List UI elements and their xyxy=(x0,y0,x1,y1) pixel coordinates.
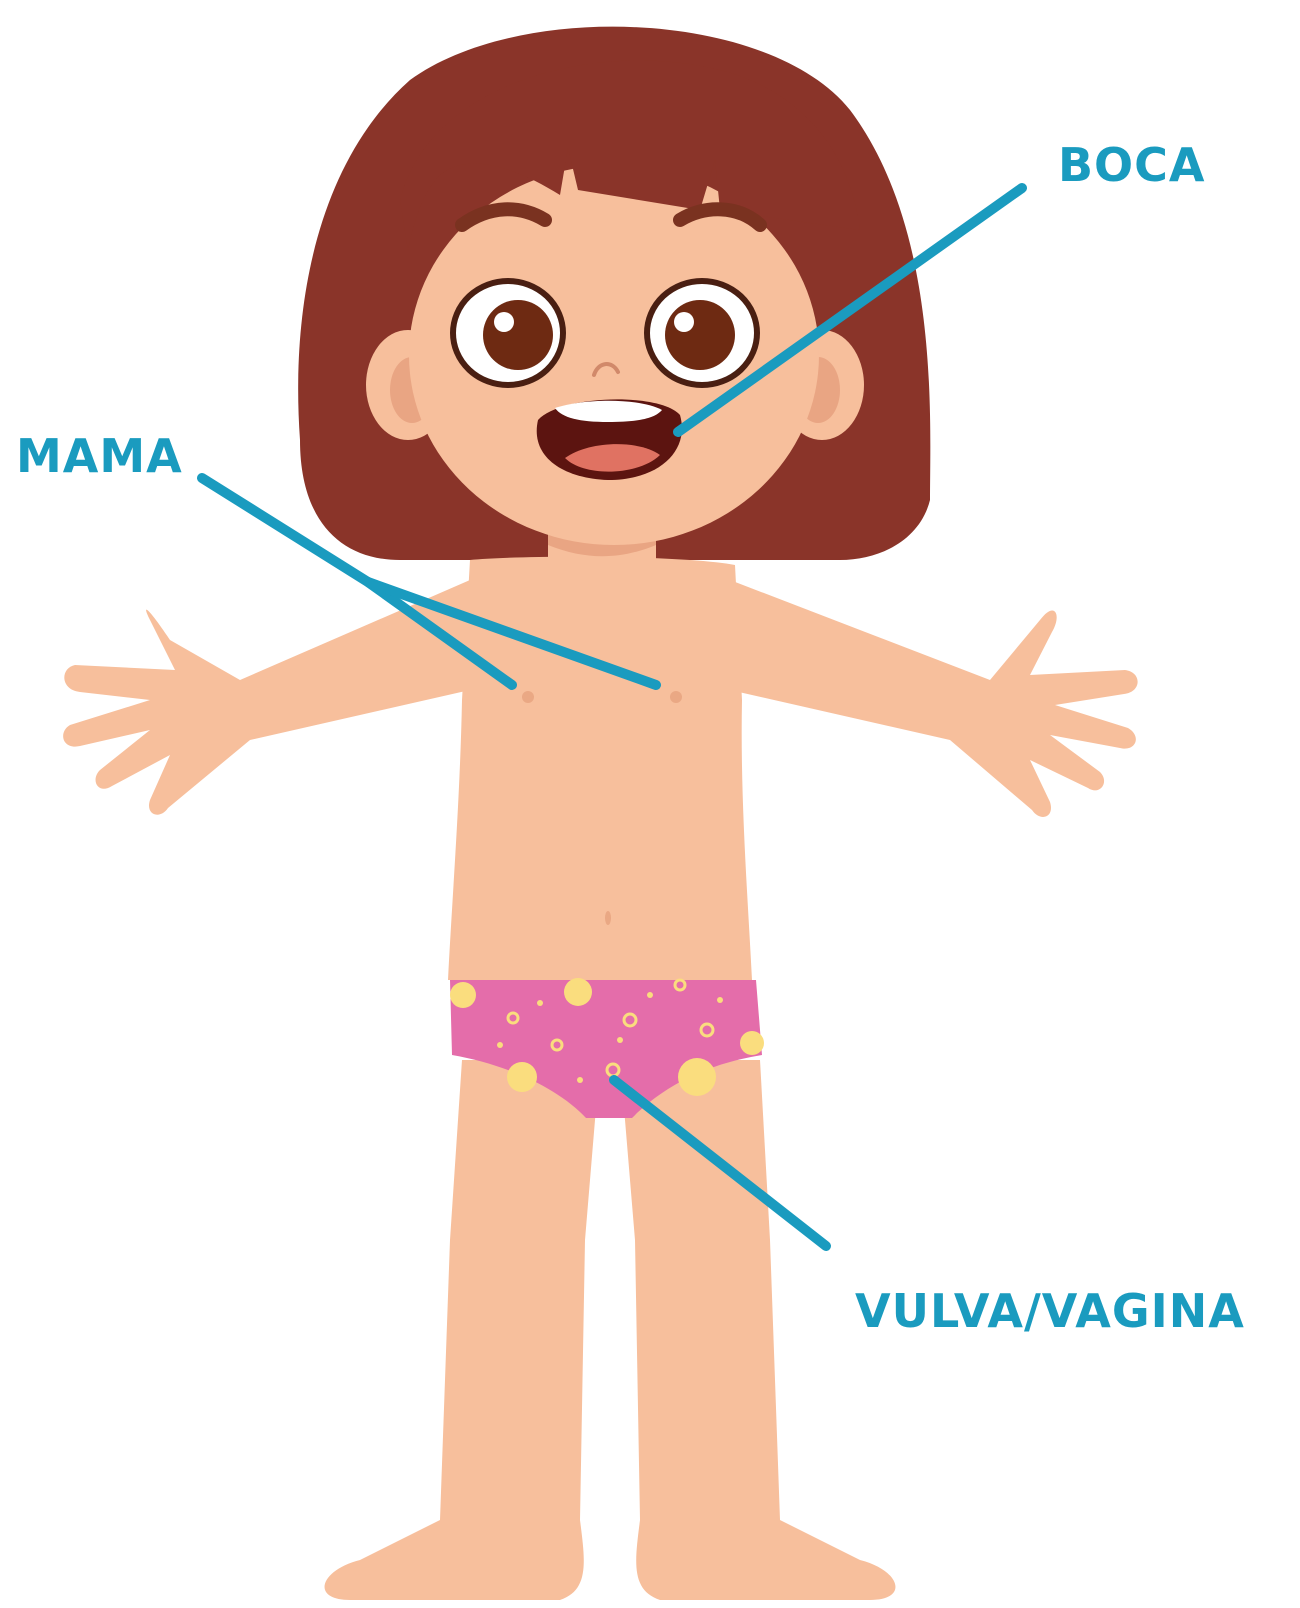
right-arm xyxy=(730,580,1138,817)
navel xyxy=(605,911,611,925)
right-eye-shine xyxy=(674,312,694,332)
boca-label: BOCA xyxy=(1058,142,1206,188)
left-leg xyxy=(325,1060,600,1600)
right-pupil xyxy=(665,300,735,370)
right-nipple xyxy=(670,691,682,703)
mama-label: MAMA xyxy=(16,433,183,479)
vulva-vagina-label: VULVA/VAGINA xyxy=(855,1288,1245,1334)
left-nipple xyxy=(522,691,534,703)
left-eye-shine xyxy=(494,312,514,332)
left-pupil xyxy=(483,300,553,370)
torso xyxy=(448,557,752,980)
